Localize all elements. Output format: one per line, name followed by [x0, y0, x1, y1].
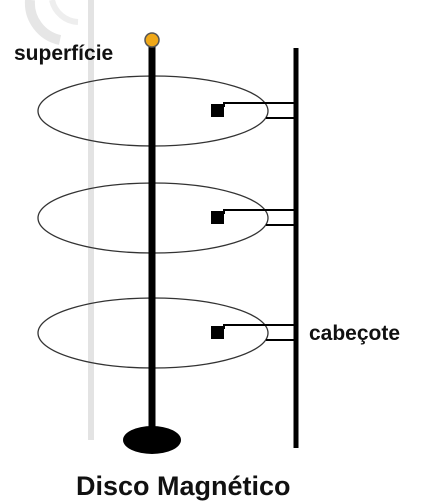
head-arm-2 — [211, 209, 296, 226]
spindle — [123, 32, 181, 454]
head-arm-line-2 — [223, 209, 296, 214]
head-block-3 — [211, 326, 224, 339]
read-write-heads — [211, 102, 296, 341]
surface-label: superfície — [14, 42, 113, 65]
head-block-2 — [211, 211, 224, 224]
background-arc — [24, 0, 62, 45]
background-bar — [88, 0, 94, 440]
background-decoration — [24, 0, 94, 440]
spindle-base — [123, 426, 181, 454]
spindle-cap — [144, 32, 160, 48]
head-arm-line-1 — [223, 102, 296, 107]
head-label: cabeçote — [309, 322, 400, 345]
head-arm-3 — [211, 324, 296, 341]
head-block-1 — [211, 104, 224, 117]
diagram-title: Disco Magnético — [76, 471, 291, 501]
head-arm-1 — [211, 102, 296, 119]
background-arc-inner — [49, 0, 79, 25]
head-arm-line-3 — [223, 324, 296, 329]
